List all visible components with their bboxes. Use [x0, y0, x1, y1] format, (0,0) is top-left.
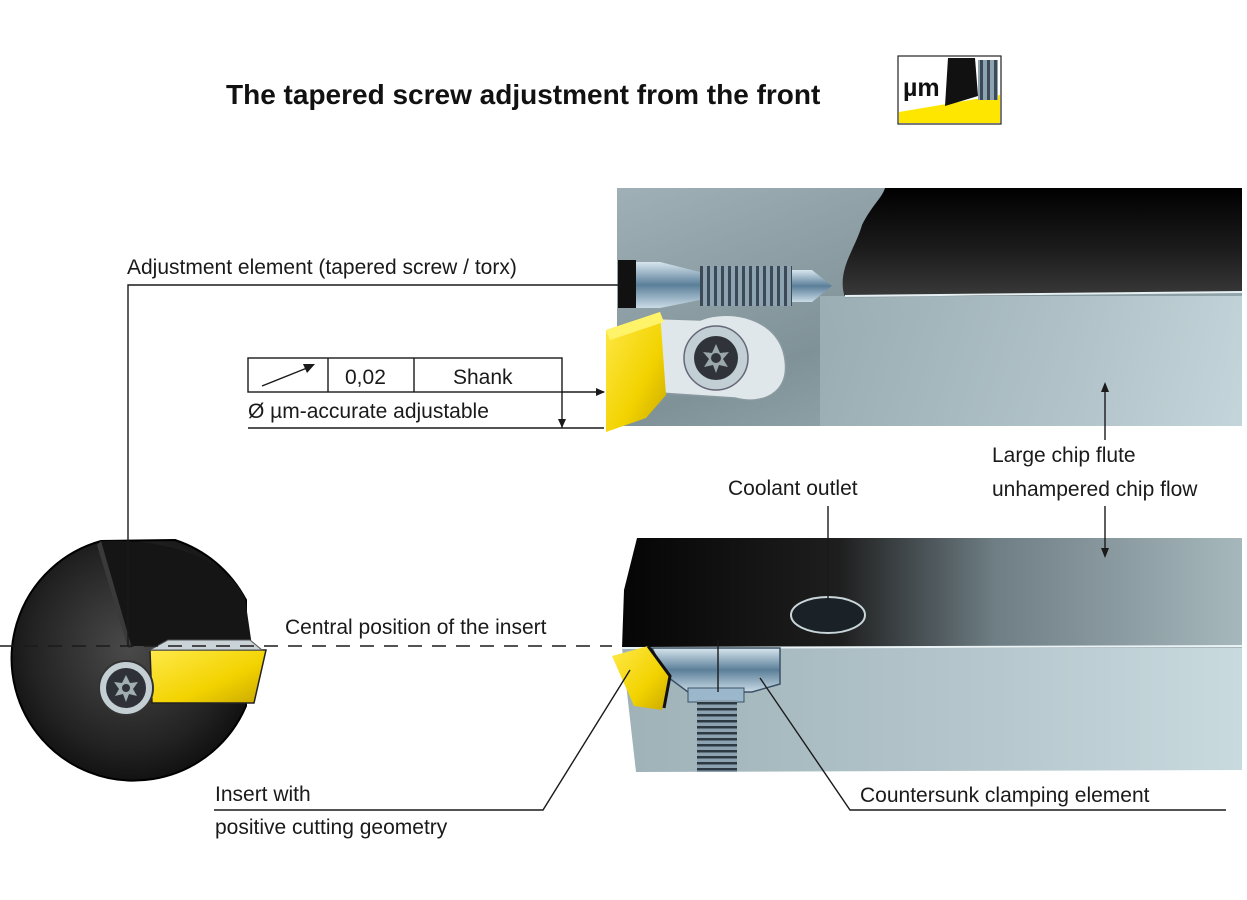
label-coolant-outlet: Coolant outlet: [728, 477, 858, 500]
upper-insert: [606, 312, 666, 432]
badge-text: µm: [903, 74, 940, 102]
tapered-screw: [618, 260, 832, 308]
micron-badge-icon: µm: [897, 55, 1002, 125]
label-tolerance-value: 0,02: [345, 366, 386, 389]
front-insert: [149, 649, 267, 704]
coolant-outlet-hole: [790, 596, 866, 634]
leader-insert: [214, 669, 631, 811]
label-diameter-note: Ø µm-accurate adjustable: [248, 400, 489, 423]
badge-thread: [978, 60, 998, 100]
runout-arrow-icon: [261, 364, 315, 387]
badge-wedge-black: [945, 58, 978, 106]
label-central-position: Central position of the insert: [285, 616, 547, 639]
label-insert-line1: Insert with: [215, 783, 311, 806]
page-title: The tapered screw adjustment from the fr…: [226, 79, 820, 110]
label-insert-line2: positive cutting geometry: [215, 816, 448, 839]
chip-flute-dark: [842, 188, 1242, 298]
chip-flute-arrows: [1101, 382, 1109, 558]
upper-tool-body: [617, 188, 1243, 426]
clamp-screw-thread: [697, 700, 737, 772]
label-large-chip-flute: Large chip flute: [992, 444, 1136, 467]
label-adjustment-element: Adjustment element (tapered screw / torx…: [127, 256, 517, 279]
upper-clamp: [641, 314, 787, 401]
lower-insert: [612, 645, 672, 710]
tolerance-frame: [247, 357, 605, 429]
label-tolerance-datum: Shank: [453, 366, 513, 389]
label-countersunk: Countersunk clamping element: [860, 784, 1150, 807]
torx-screw-icon: [694, 336, 738, 380]
front-view-disc: [10, 538, 267, 782]
leader-adjustment: [127, 284, 620, 646]
countersunk-clamp: [650, 647, 781, 772]
leader-countersunk: [759, 677, 1226, 811]
badge-yellow-wedge: [899, 95, 1000, 123]
label-unhampered-chip-flow: unhampered chip flow: [992, 478, 1198, 501]
front-torx-screw-icon: [98, 660, 154, 716]
